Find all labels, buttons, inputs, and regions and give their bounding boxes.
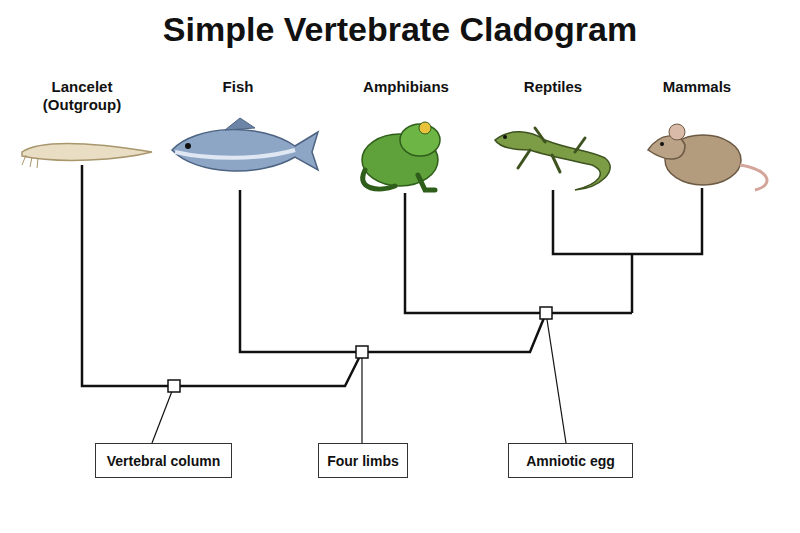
frog-eye bbox=[419, 122, 431, 134]
lizard-legs bbox=[518, 128, 585, 172]
fish-body bbox=[172, 130, 318, 171]
taxon-label: Mammals bbox=[637, 78, 757, 96]
mouse-eye bbox=[660, 142, 664, 146]
trait-box: Vertebral column bbox=[95, 443, 232, 478]
leader-line bbox=[546, 313, 566, 443]
mouse-ear bbox=[669, 124, 685, 140]
frog-legs bbox=[363, 170, 435, 190]
lizard-eye bbox=[503, 135, 507, 139]
trait-box: Four limbs bbox=[318, 443, 408, 478]
lancelet-cirri bbox=[22, 155, 38, 168]
lizard-body bbox=[495, 132, 610, 190]
branch-line bbox=[240, 190, 546, 352]
mouse-tail bbox=[740, 165, 767, 190]
trait-marker bbox=[168, 380, 180, 392]
taxon-label: Fish bbox=[178, 78, 298, 96]
trait-text: Vertebral column bbox=[107, 453, 221, 469]
branch-line bbox=[631, 254, 634, 313]
leader-line bbox=[152, 386, 174, 443]
lancelet-body bbox=[22, 144, 152, 161]
branch-line bbox=[553, 188, 702, 254]
trait-box: Amniotic egg bbox=[508, 443, 633, 478]
taxon-label: Reptiles bbox=[493, 78, 613, 96]
leader-line bbox=[361, 352, 362, 443]
fish-fin bbox=[225, 118, 255, 130]
trait-text: Four limbs bbox=[327, 453, 399, 469]
leader-lines bbox=[152, 313, 566, 443]
fish-belly bbox=[175, 150, 295, 158]
taxon-label: Amphibians bbox=[341, 78, 471, 96]
taxon-label: Lancelet (Outgroup) bbox=[32, 78, 132, 114]
trait-text: Amniotic egg bbox=[526, 453, 615, 469]
tree-lines bbox=[82, 165, 702, 386]
trait-marker bbox=[540, 307, 552, 319]
diagram-title: Simple Vertebrate Cladogram bbox=[0, 10, 800, 49]
trait-marker bbox=[356, 346, 368, 358]
fish-eye bbox=[185, 143, 191, 149]
